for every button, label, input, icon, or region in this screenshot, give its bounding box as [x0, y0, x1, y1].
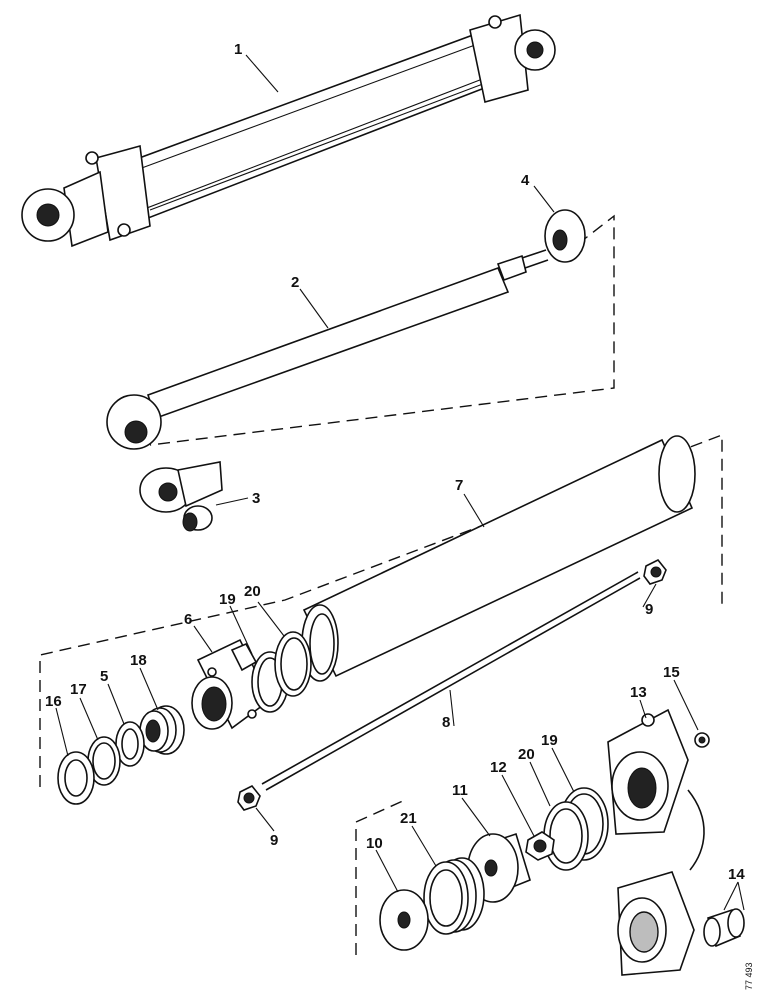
- callout-6: 6: [184, 611, 192, 628]
- part-18-threaded-ring: [139, 705, 185, 755]
- part-8-tie-rod: [261, 571, 641, 791]
- part-9-nut-lower: [237, 784, 261, 811]
- part-12-nut: [525, 831, 555, 861]
- callout-13: 13: [630, 684, 647, 701]
- callout-8: 8: [442, 714, 450, 731]
- callout-18: 18: [130, 652, 147, 669]
- callout-9-lower: 9: [270, 832, 278, 849]
- callout-19-upper: 19: [219, 591, 236, 608]
- callout-2: 2: [291, 274, 299, 291]
- callout-12: 12: [490, 759, 507, 776]
- callout-5: 5: [100, 668, 108, 685]
- callout-19-lower: 19: [541, 732, 558, 749]
- group-outline-rod: [149, 214, 615, 446]
- part-16-seal: [57, 751, 95, 805]
- callout-1: 1: [234, 41, 242, 58]
- callout-15: 15: [663, 664, 680, 681]
- part-1-cylinder-assembly: [21, 13, 556, 248]
- part-17-seal: [87, 736, 121, 786]
- part-6-end-cap: [191, 638, 272, 730]
- callout-20-lower: 20: [518, 746, 535, 763]
- callout-3: 3: [252, 490, 260, 507]
- part-20-oring-upper: [274, 631, 312, 697]
- part-20-oring-lower: [543, 801, 589, 871]
- leader-lines: [55, 54, 745, 911]
- callout-16: 16: [45, 693, 62, 710]
- part-15-grease-nipple: [694, 732, 710, 748]
- callout-4: 4: [521, 172, 530, 189]
- callout-9-upper: 9: [645, 601, 653, 618]
- part-5-seal: [115, 721, 145, 767]
- callout-20-upper: 20: [244, 583, 261, 600]
- part-13-cap: [607, 708, 689, 835]
- callout-10: 10: [366, 835, 383, 852]
- part-10-washer: [379, 889, 429, 951]
- part-9-nut-upper: [643, 558, 667, 585]
- callout-7: 7: [455, 477, 463, 494]
- callout-17: 17: [70, 681, 87, 698]
- part-14-cap-alternative: [617, 789, 705, 976]
- part-7-barrel: [301, 435, 696, 682]
- group-outline-head: [355, 799, 406, 955]
- part-14-bush: [703, 908, 745, 948]
- part-4-washer: [544, 209, 586, 263]
- part-3-bush: [139, 461, 223, 532]
- part-21-threaded-sleeve: [423, 857, 485, 935]
- part-2-piston-rod: [106, 249, 549, 450]
- callout-21: 21: [400, 810, 417, 827]
- figure-code: 77 493: [744, 962, 754, 990]
- callout-11: 11: [452, 782, 468, 799]
- group-outline-barrel: [39, 433, 723, 787]
- callout-14: 14: [728, 866, 745, 883]
